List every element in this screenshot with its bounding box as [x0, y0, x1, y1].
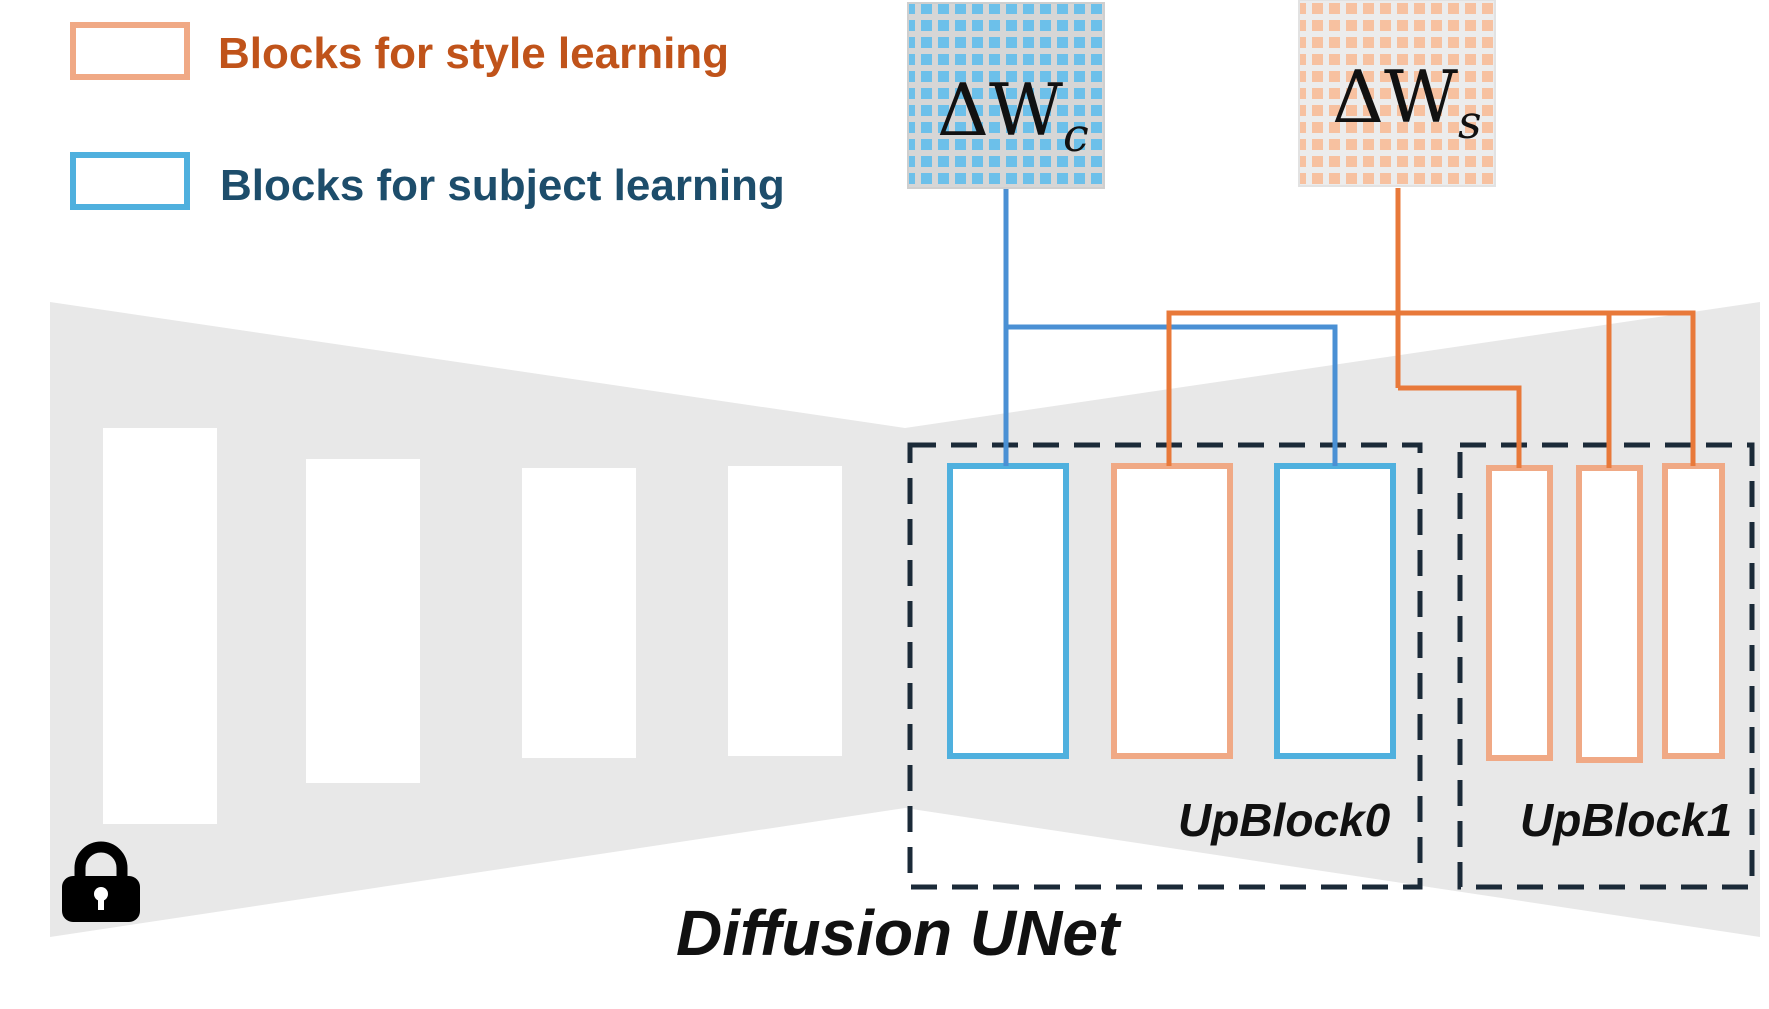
diagram-title: Diffusion UNet: [676, 897, 1122, 969]
lock-icon: [62, 841, 140, 922]
legend-subject-swatch: [70, 152, 190, 210]
delta-ws-matrix: [1298, 0, 1496, 187]
delta-wc-label: ΔWc: [937, 68, 1089, 162]
style-wire-branch-2: [1398, 385, 1522, 468]
down-block-3: [522, 468, 636, 758]
subject-block-1: [947, 463, 1069, 759]
style-wire-bus: [1166, 310, 1696, 466]
legend-style-label: Blocks for style learning: [218, 29, 729, 78]
upblock1-group: [1457, 442, 1755, 890]
delta-ws-label: ΔWs: [1332, 55, 1482, 149]
style-block-4: [1662, 463, 1725, 759]
delta-wc-matrix: [907, 2, 1105, 189]
upblock0-label: UpBlock0: [1178, 794, 1391, 846]
down-block-1: [103, 428, 217, 824]
style-block-3: [1576, 465, 1643, 763]
subject-block-2: [1274, 463, 1396, 759]
style-block-1: [1111, 463, 1233, 759]
upblock1-label: UpBlock1: [1520, 794, 1732, 846]
style-block-2: [1486, 465, 1553, 761]
down-block-4: [728, 466, 842, 756]
legend-style-swatch: [70, 22, 190, 80]
upblock0-group: [907, 442, 1423, 890]
legend-subject-label: Blocks for subject learning: [220, 161, 785, 210]
down-block-2: [306, 459, 420, 783]
